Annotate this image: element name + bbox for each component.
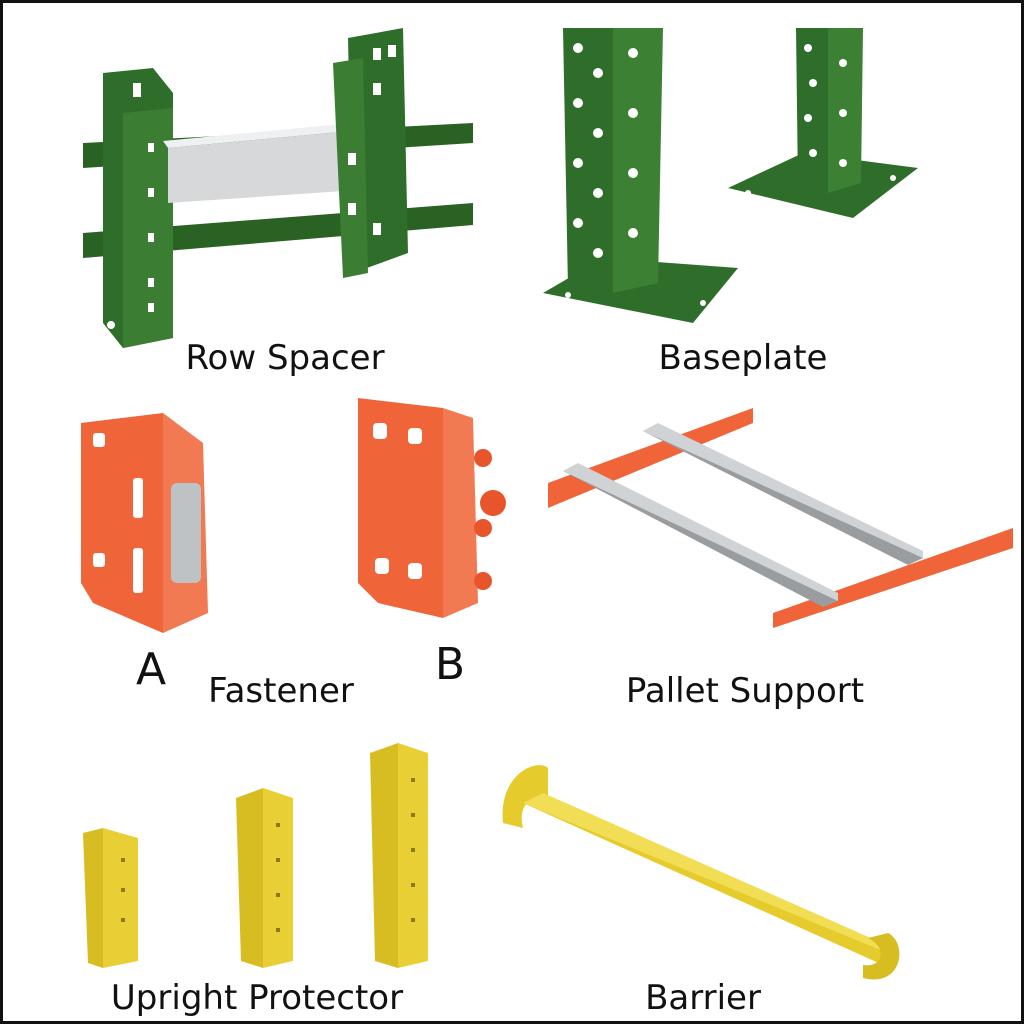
barrier-illustration — [502, 765, 900, 980]
row-spacer-label: Row Spacer — [185, 338, 385, 378]
fastener-label: Fastener — [208, 671, 354, 711]
fastener-a-label: A — [135, 644, 167, 695]
pallet-support-label: Pallet Support — [625, 671, 865, 711]
fastener-b-label: B — [434, 639, 466, 690]
illustrations — [81, 28, 1013, 980]
fastener-a-illustration — [81, 413, 208, 633]
fastener-b-illustration — [358, 398, 506, 618]
baseplate-label: Baseplate — [658, 338, 828, 378]
upright-protector-label: Upright Protector — [110, 978, 404, 1018]
row-spacer-illustration — [83, 28, 473, 348]
pallet-support-illustration — [548, 408, 1013, 628]
barrier-label: Barrier — [645, 978, 761, 1018]
baseplate-illustration — [543, 28, 918, 323]
upright-protector-illustrations — [83, 743, 428, 968]
